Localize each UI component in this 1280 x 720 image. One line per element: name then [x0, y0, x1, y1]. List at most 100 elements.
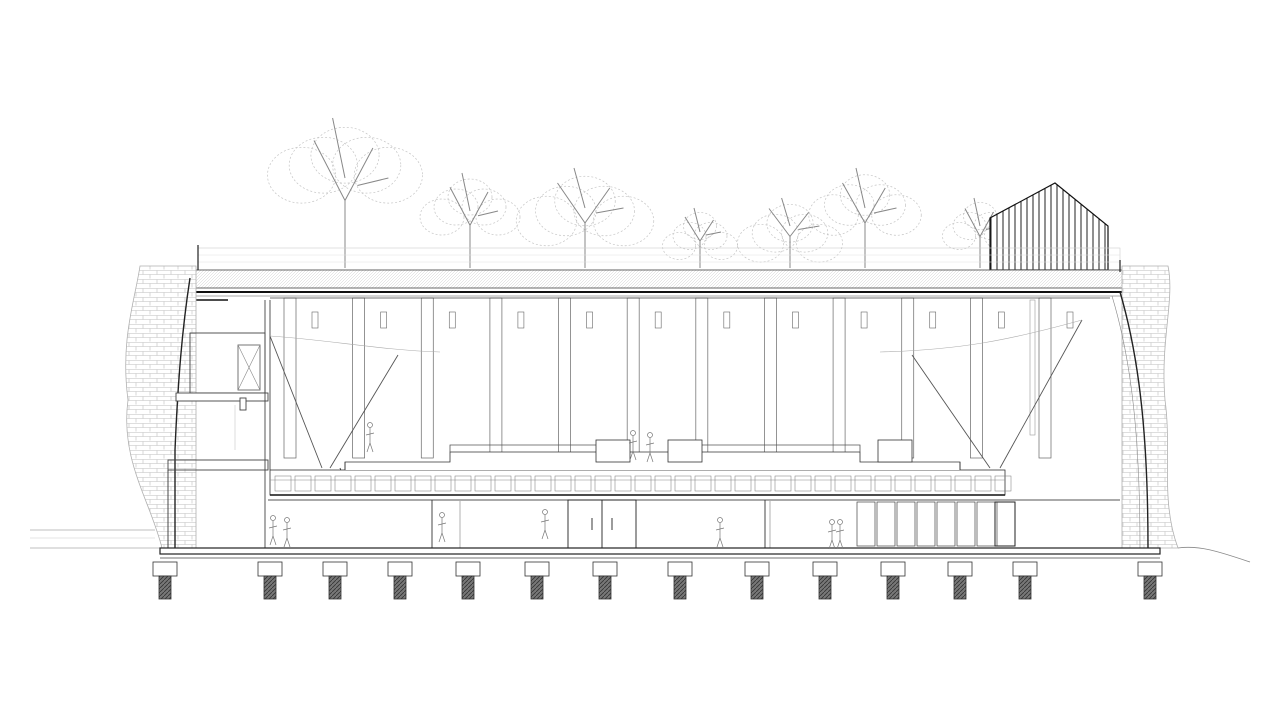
tree	[662, 207, 738, 268]
railing-panel	[434, 475, 452, 492]
railing-panel	[614, 475, 632, 492]
foundation-pile	[592, 561, 618, 600]
railing-panel	[774, 475, 792, 492]
railing-panel	[554, 475, 572, 492]
structural-column	[901, 297, 915, 459]
glass-door-panel	[936, 501, 956, 547]
foundation-pile	[524, 561, 550, 600]
railing-panel	[594, 475, 612, 492]
light-fixture	[929, 311, 937, 329]
railing-panel	[874, 475, 892, 492]
railing-panel	[494, 475, 512, 492]
structural-column	[764, 297, 777, 459]
human-figures	[268, 422, 845, 550]
left-brick-wall	[125, 265, 197, 549]
foundation-pile	[387, 561, 413, 600]
person-figure	[268, 515, 278, 546]
side-panel	[1029, 299, 1036, 436]
railing-panel	[654, 475, 672, 492]
person-figure	[437, 512, 447, 543]
railing-panel	[294, 475, 312, 492]
person-figure	[835, 519, 845, 550]
glass-door-panel	[896, 501, 916, 547]
railing-panel	[534, 475, 552, 492]
railing-panel	[834, 475, 852, 492]
structural-column	[626, 297, 640, 459]
foundation-pile	[1137, 561, 1163, 600]
railing-panel	[814, 475, 832, 492]
light-fixture	[311, 311, 319, 329]
glass-door-panel	[976, 501, 996, 547]
foundation-pile	[455, 561, 481, 600]
railing-panel	[374, 475, 392, 492]
structural-column	[283, 297, 297, 459]
railing-panel	[394, 475, 412, 492]
foundation-pile	[812, 561, 838, 600]
structural-column	[489, 297, 503, 459]
glass-door-panel	[956, 501, 976, 547]
foundation-piles	[152, 561, 1163, 600]
railing-panel	[274, 475, 292, 492]
railing-panel	[934, 475, 952, 492]
light-fixture	[586, 311, 593, 329]
railing-panel	[574, 475, 592, 492]
foundation-pile	[880, 561, 906, 600]
structural-column	[832, 297, 846, 459]
light-fixture	[792, 311, 799, 329]
railing-panel	[694, 475, 712, 492]
railing-panel	[754, 475, 772, 492]
railing-panel	[794, 475, 812, 492]
door	[994, 501, 1016, 547]
structural-column	[352, 297, 365, 459]
foundation-pile	[1012, 561, 1038, 600]
light-fixture	[860, 311, 868, 329]
light-fixture	[723, 311, 731, 329]
person-figure	[282, 517, 292, 548]
arched-right-wall	[1111, 291, 1149, 549]
glass-door-panel	[856, 501, 876, 547]
railing-panel	[634, 475, 652, 492]
light-fixture	[517, 311, 525, 329]
structural-column	[970, 297, 983, 459]
floor-slab	[159, 547, 1161, 559]
light-fixture	[448, 311, 456, 329]
foundation-pile	[152, 561, 178, 600]
light-fixture	[998, 311, 1005, 329]
tree	[267, 117, 423, 268]
railing-panel	[314, 475, 332, 492]
foundation-pile	[322, 561, 348, 600]
structural-column	[558, 297, 571, 459]
person-figure	[365, 422, 375, 453]
foundation-pile	[744, 561, 770, 600]
railing-panel	[354, 475, 372, 492]
glazed-doors	[856, 501, 1016, 547]
foundation-pile	[667, 561, 693, 600]
glass-door-panel	[876, 501, 896, 547]
railing-panel	[994, 475, 1012, 492]
left-annex	[167, 277, 271, 548]
roof-slab	[194, 245, 1131, 301]
right-brick-wall	[1121, 265, 1179, 549]
glass-door-panel	[916, 501, 936, 547]
person-figure	[715, 517, 725, 548]
railing-panel	[714, 475, 732, 492]
tree	[737, 197, 843, 268]
tree	[419, 172, 521, 268]
person-figure	[645, 432, 655, 463]
light-fixture	[380, 311, 387, 329]
railing-panel	[974, 475, 992, 492]
glass-door-panel	[996, 501, 1016, 547]
railing-panel	[334, 475, 352, 492]
foundation-pile	[257, 561, 283, 600]
railing-panel	[854, 475, 872, 492]
foundation-pile	[947, 561, 973, 600]
railing-panel	[414, 475, 432, 492]
structural-column	[1038, 297, 1052, 459]
rooftop-trees	[267, 117, 1018, 268]
ground-lines	[30, 529, 1251, 563]
person-figure	[827, 519, 837, 550]
person-figure	[540, 509, 550, 540]
tree	[808, 167, 922, 268]
railing-panel	[674, 475, 692, 492]
